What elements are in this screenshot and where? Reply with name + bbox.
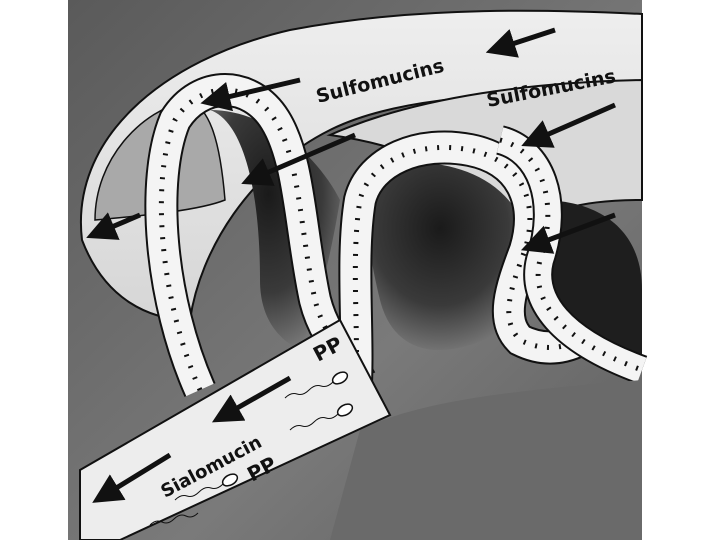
- cervical-crypt-diagram: Sulfomucins Sulfomucins Sialomucin PP PP: [0, 0, 720, 540]
- diagram-canvas: Sulfomucins Sulfomucins Sialomucin PP PP: [0, 0, 720, 540]
